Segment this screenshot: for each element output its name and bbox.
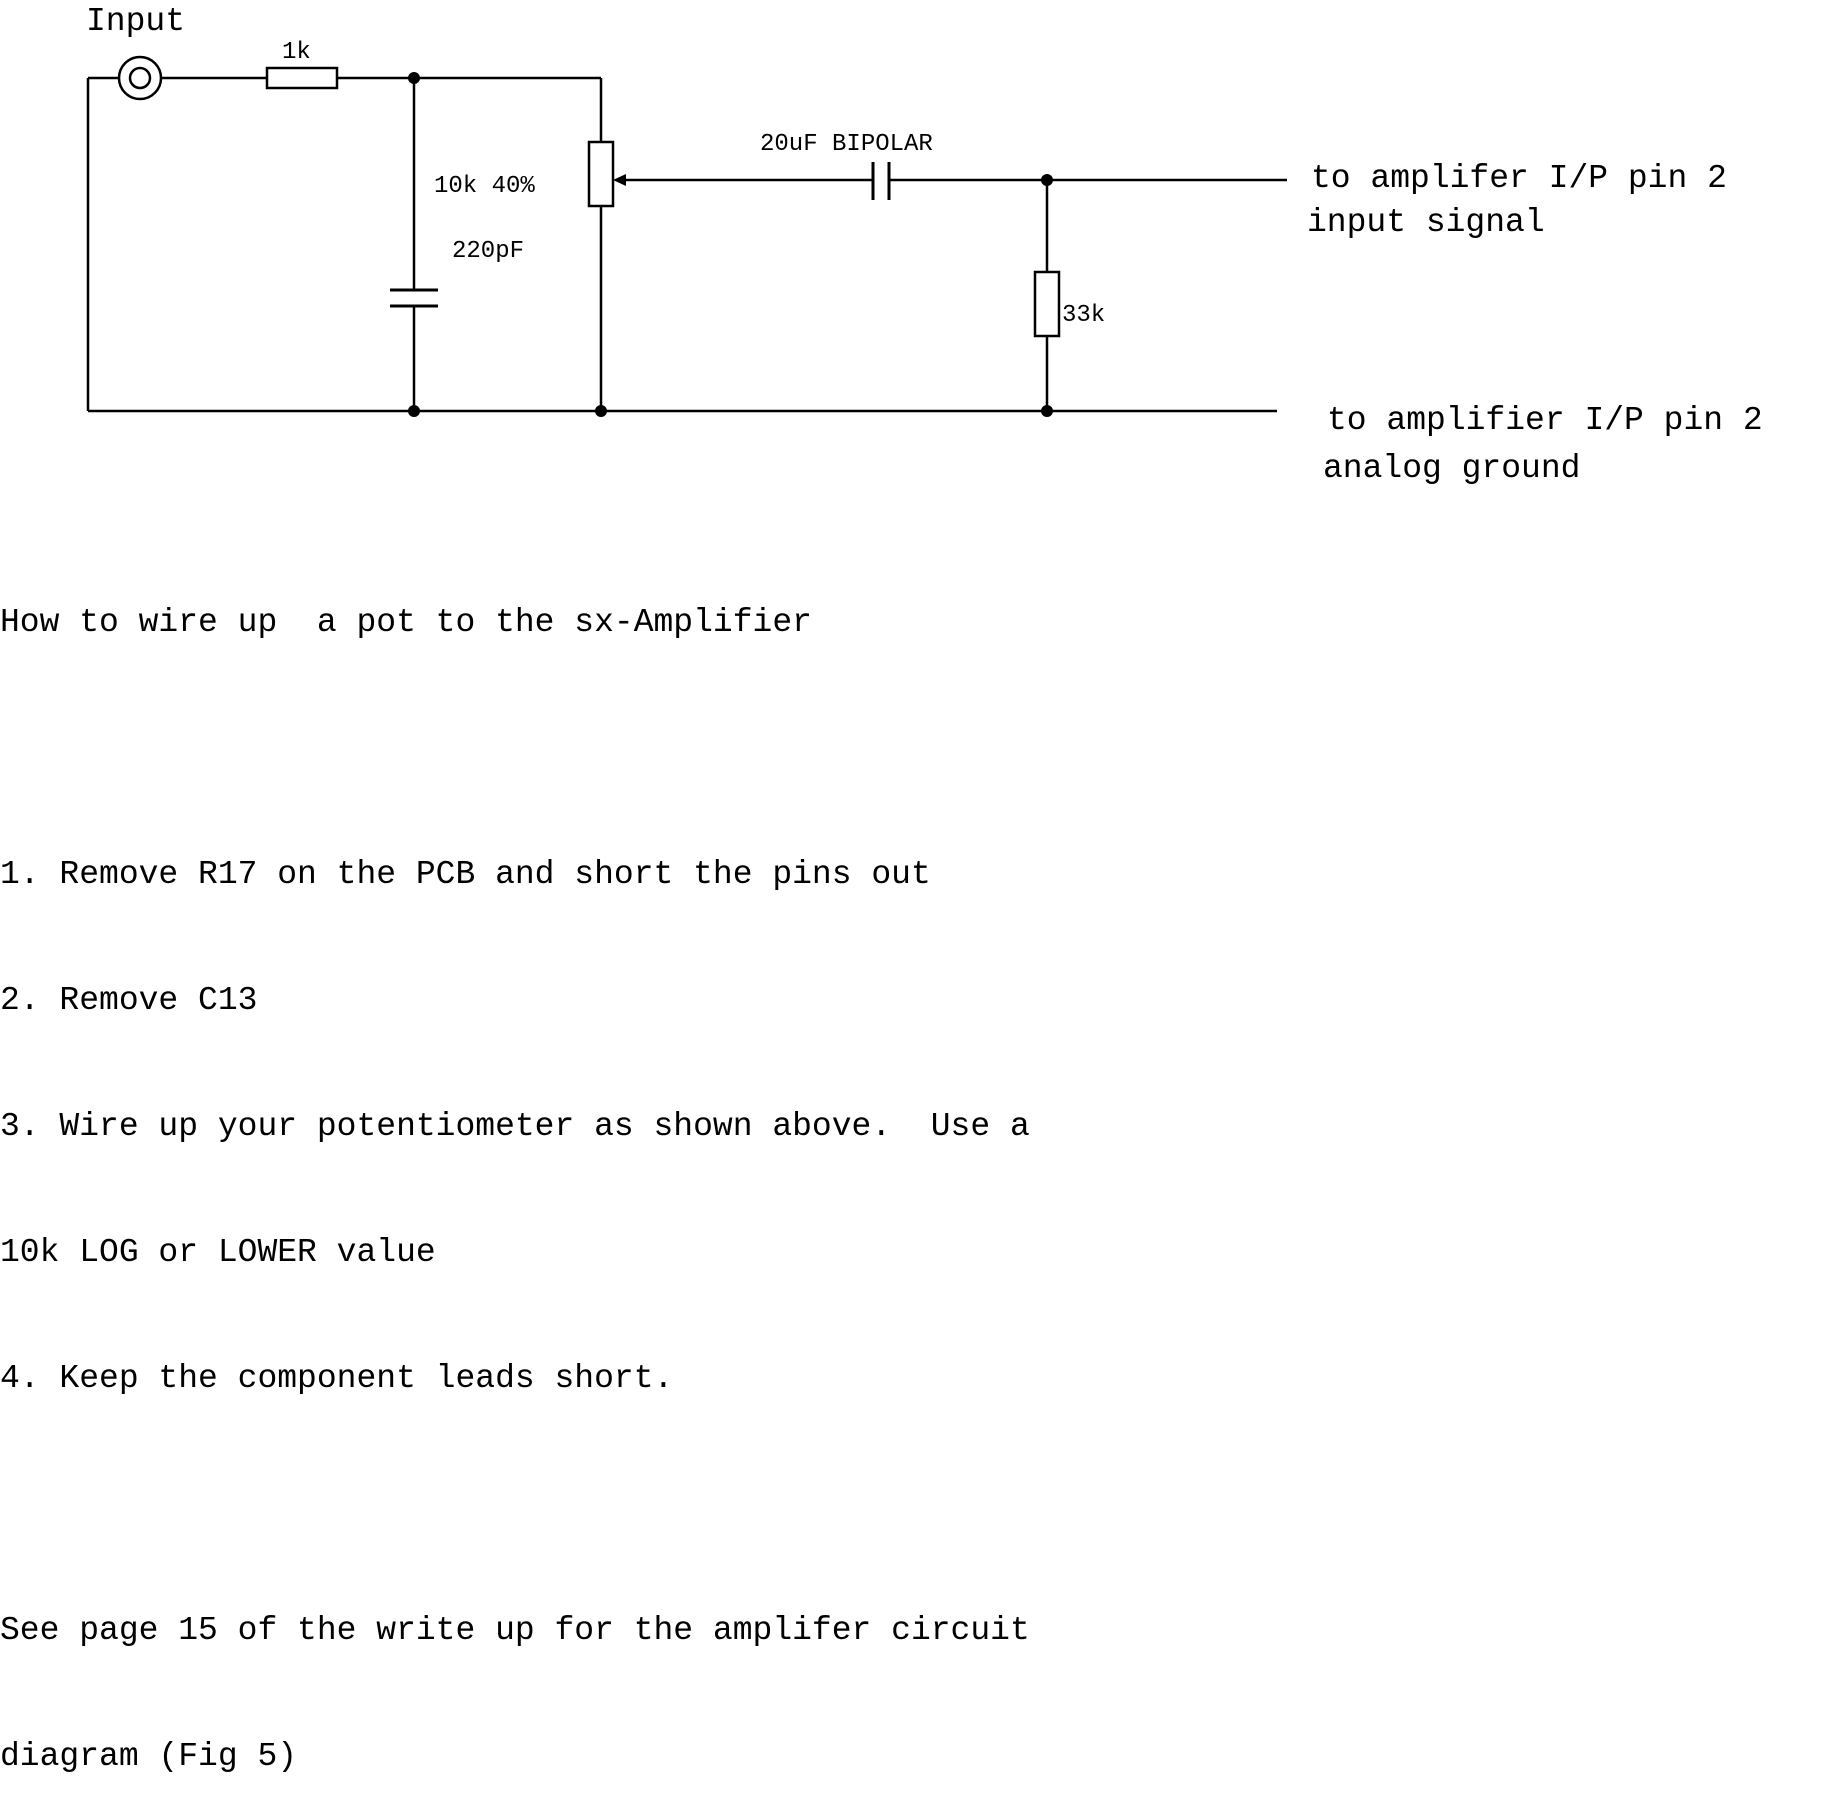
footer-note-line2: diagram (Fig 5)	[0, 1738, 298, 1775]
instruction-step: 2. Remove C13	[0, 982, 258, 1019]
resistor-1k-label: 1k	[282, 39, 311, 66]
pot-wiper-arrow-icon	[613, 174, 626, 186]
cap-220pf-label: 220pF	[452, 238, 524, 265]
instructions-title: How to wire up a pot to the sx-Amplifier	[0, 604, 812, 641]
instruction-step: 3. Wire up your potentiometer as shown a…	[0, 1108, 1030, 1145]
resistor-1k-symbol	[265, 66, 339, 90]
input-label: Input	[86, 3, 185, 40]
junction-dot	[595, 405, 607, 417]
capacitor-bipolar-symbol	[871, 162, 891, 200]
instruction-step: 1. Remove R17 on the PCB and short the p…	[0, 856, 931, 893]
footer-note-line1: See page 15 of the write up for the ampl…	[0, 1612, 1030, 1649]
output-ground-label-line1: to amplifier I/P pin 2	[1327, 402, 1763, 439]
output-signal-label-line2: input signal	[1307, 204, 1545, 241]
cap-bipolar-label: 20uF BIPOLAR	[760, 131, 933, 158]
capacitor-220pf-symbol	[390, 288, 438, 308]
junction-dot	[1041, 405, 1053, 417]
junction-dot	[408, 72, 420, 84]
output-signal-label-line1: to amplifer I/P pin 2	[1311, 160, 1727, 197]
pot-value-label: 10k 40%	[434, 173, 535, 200]
instructions-text: How to wire up a pot to the sx-Amplifier…	[0, 518, 1030, 1820]
instruction-step: 10k LOG or LOWER value	[0, 1234, 436, 1271]
junction-dot	[408, 405, 420, 417]
resistor-33k-label: 33k	[1062, 302, 1105, 329]
input-connector-icon	[117, 55, 163, 101]
output-ground-label-line2: analog ground	[1323, 450, 1580, 487]
resistor-33k-symbol	[1033, 270, 1061, 338]
potentiometer-symbol	[587, 140, 615, 208]
circuit-schematic: Input 1k 10k 40% 220pF 20uF BIPOLAR 33k …	[86, 3, 1763, 487]
junction-dot	[1041, 174, 1053, 186]
instruction-step: 4. Keep the component leads short.	[0, 1360, 674, 1397]
